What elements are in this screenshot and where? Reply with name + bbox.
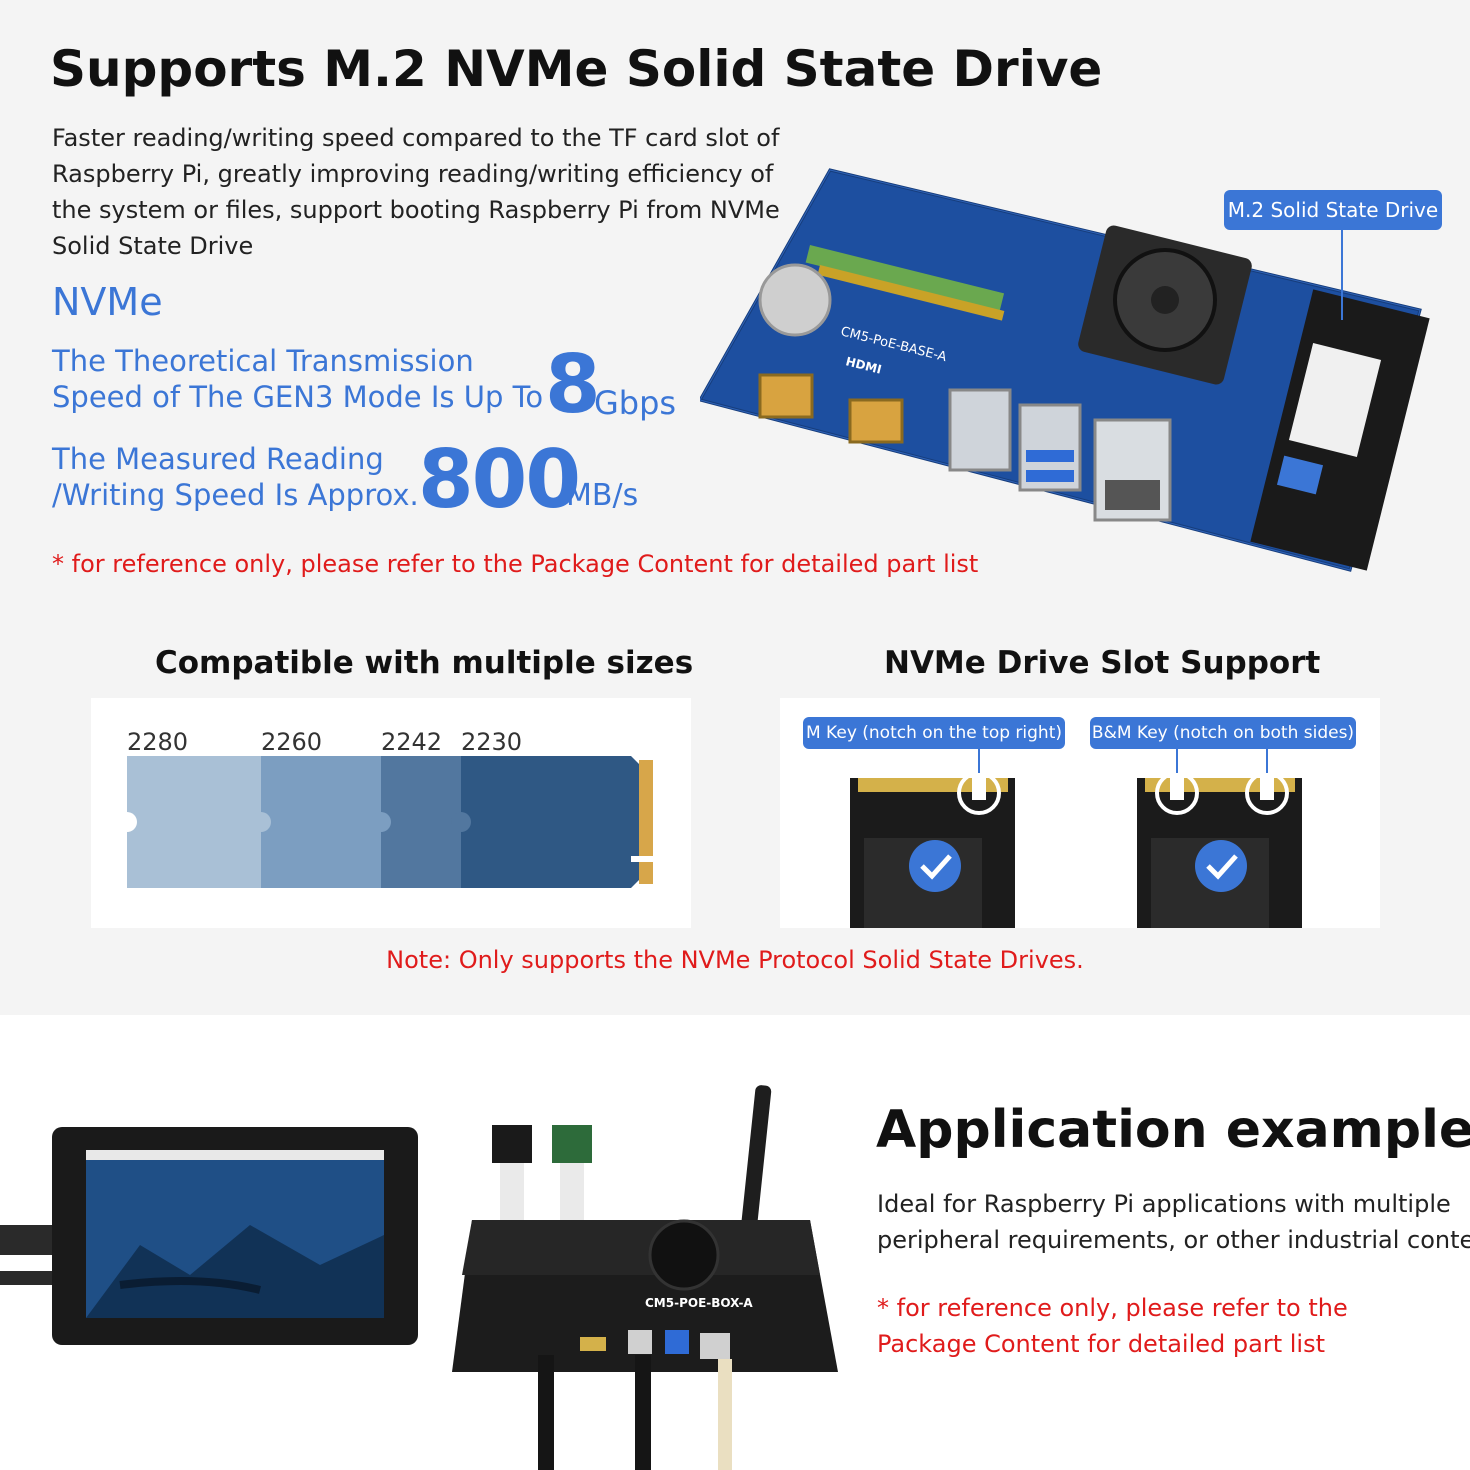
reference-note: * for reference only, please refer to th… [52,550,979,578]
application-description-line: Ideal for Raspberry Pi applications with… [877,1190,1451,1218]
ssd-callout: M.2 Solid State Drive [1224,190,1442,230]
application-scene-image: CM5-POE-BOX-A [0,1085,838,1470]
size-bar-2280 [127,756,261,888]
gold-contacts [639,760,653,884]
protocol-note: Note: Only supports the NVMe Protocol So… [386,946,1084,974]
sizes-heading: Compatible with multiple sizes [155,645,694,681]
size-bar-2242 [381,756,461,888]
gen3-speed-label: The Theoretical Transmission Speed of Th… [52,343,543,415]
bm-key-tag: B&M Key (notch on both sides) [1090,717,1356,749]
description-line: Faster reading/writing speed compared to… [52,124,780,152]
description: Faster reading/writing speed compared to… [52,120,780,264]
application-reference-line: Package Content for detailed part list [877,1330,1325,1358]
application-reference-line: * for reference only, please refer to th… [877,1294,1348,1322]
nvme-heading: NVMe [52,280,163,324]
gen3-speed-value: 8 [545,338,601,431]
measured-speed-value: 800 [418,433,581,526]
description-line: Raspberry Pi, greatly improving reading/… [52,160,774,188]
description-line: the system or files, support booting Ras… [52,196,780,224]
measured-line: /Writing Speed Is Approx. [52,478,419,512]
gen3-line: The Theoretical Transmission [52,344,474,378]
m-key-ssd [850,749,1015,928]
application-description: Ideal for Raspberry Pi applications with… [877,1186,1470,1258]
application-heading: Application examples [876,1100,1470,1160]
measured-speed-label: The Measured Reading /Writing Speed Is A… [52,441,419,513]
m-key-tag: M Key (notch on the top right) [803,717,1065,749]
size-label-2260: 2260 [261,728,323,756]
measured-line: The Measured Reading [52,442,384,476]
check-icon [909,840,961,892]
application-description-line: peripheral requirements, or other indust… [877,1226,1470,1254]
slot-diagram [850,749,1302,928]
box-label: CM5-POE-BOX-A [645,1296,753,1310]
bm-key-ssd [1137,749,1302,928]
size-label-2280: 2280 [127,728,189,756]
size-label-2242: 2242 [381,728,443,756]
description-line: Solid State Drive [52,232,254,260]
gen3-line: Speed of The GEN3 Mode Is Up To [52,380,544,414]
size-label-2230: 2230 [461,728,523,756]
gen3-speed-unit: Gbps [594,384,677,422]
measured-speed-unit: MB/s [566,478,639,513]
page-title: Supports M.2 NVMe Solid State Drive [50,40,1103,98]
carrier-board-image: CM5-PoE-BASE-A HDMI [700,168,1430,572]
application-reference-note: * for reference only, please refer to th… [877,1290,1348,1362]
ssd-size-diagram [117,756,655,888]
check-icon [1195,840,1247,892]
slots-heading: NVMe Drive Slot Support [884,645,1321,681]
size-bar-2230 [461,756,639,888]
size-bar-2260 [261,756,381,888]
